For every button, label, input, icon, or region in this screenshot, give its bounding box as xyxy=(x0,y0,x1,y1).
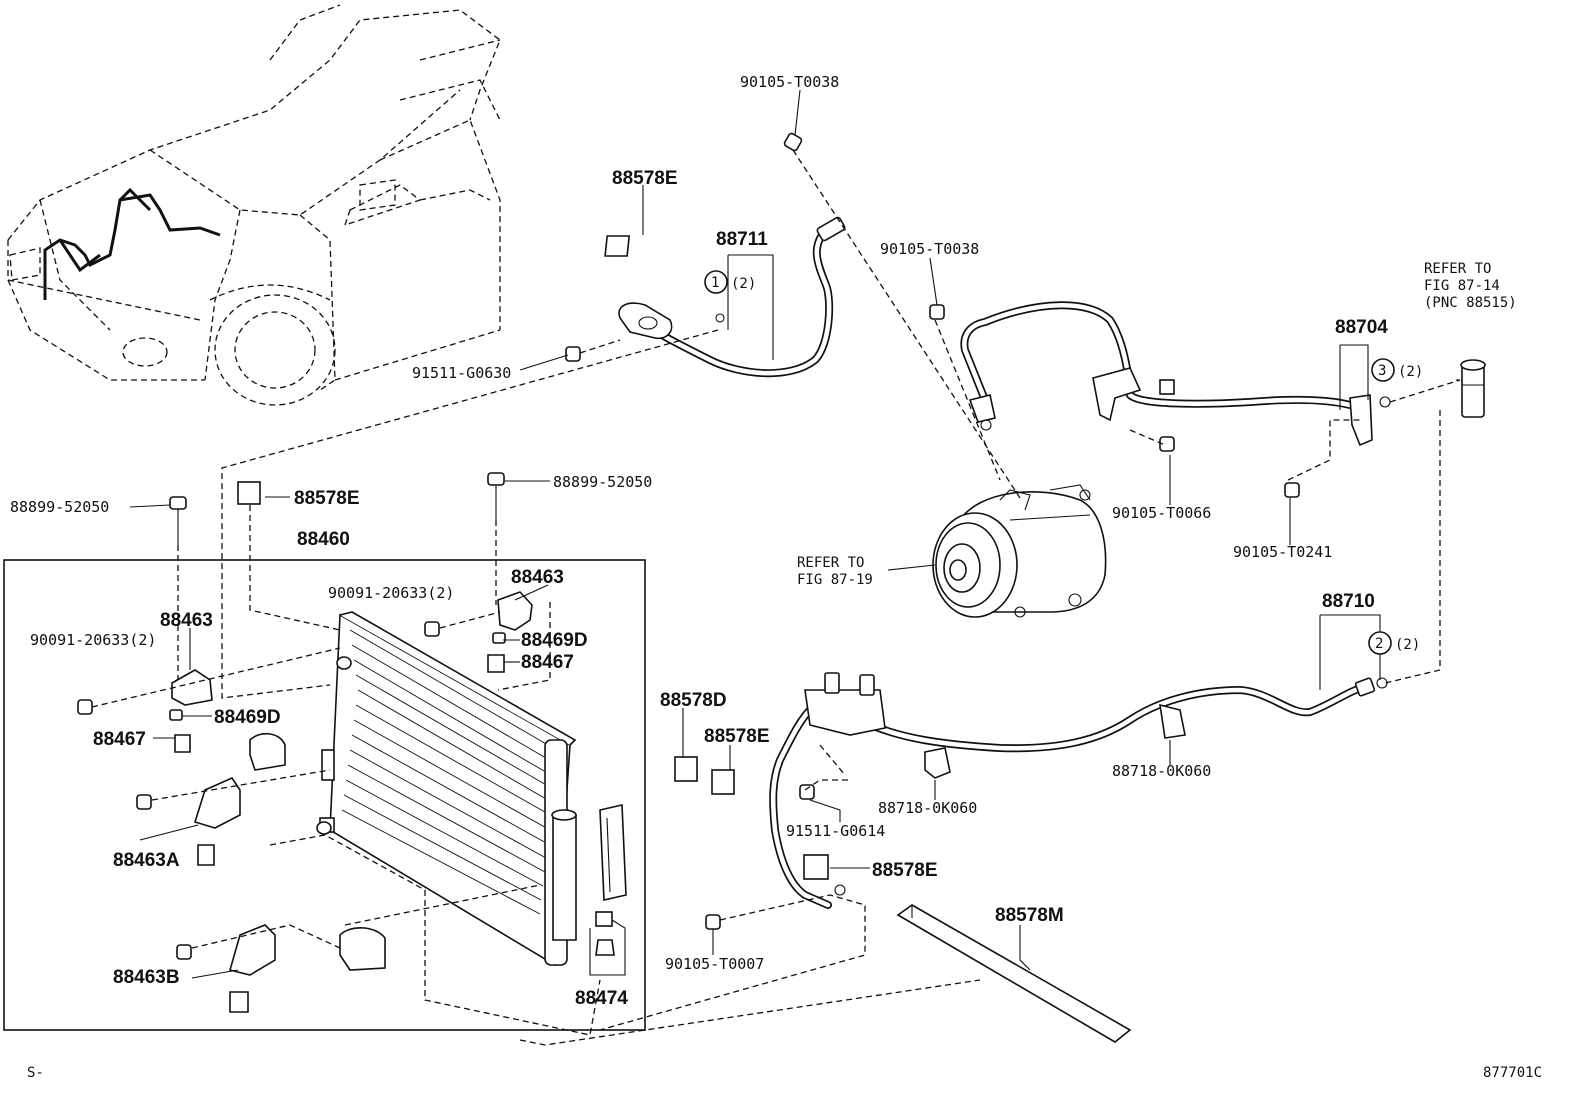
footer-left: S- xyxy=(27,1065,44,1081)
label-88578E-low: 88578E xyxy=(872,860,938,881)
refer-87-19-line2: FIG 87-19 xyxy=(797,572,873,588)
marker-circle-2 xyxy=(1368,631,1392,655)
label-88578E-mid: 88578E xyxy=(704,726,770,747)
label-88463-right: 88463 xyxy=(511,567,564,588)
label-88474: 88474 xyxy=(575,988,628,1009)
label-88899-52050-mid: 88899-52050 xyxy=(553,473,652,491)
label-91511-G0630: 91511-G0630 xyxy=(412,364,511,382)
label-88578E-left: 88578E xyxy=(294,488,360,509)
condenser xyxy=(316,611,577,967)
footer-figure-id: 877701C xyxy=(1483,1065,1542,1081)
label-90091-20633-left: 90091-20633(2) xyxy=(30,631,156,649)
refer-87-14-line1: REFER TO xyxy=(1424,261,1491,277)
refer-87-14-line3: (PNC 88515) xyxy=(1424,295,1517,311)
marker-3-text: 3 xyxy=(1378,363,1386,379)
label-91511-G0614: 91511-G0614 xyxy=(786,822,885,840)
label-88718-0K060-right: 88718-0K060 xyxy=(1112,762,1211,780)
label-90105-T0241: 90105-T0241 xyxy=(1233,543,1332,561)
label-90105-T0038-mid: 90105-T0038 xyxy=(880,240,979,258)
label-88463A: 88463A xyxy=(113,850,180,871)
pad-88578E-mid xyxy=(711,769,735,795)
label-88463-left: 88463 xyxy=(160,610,213,631)
label-88899-52050-left: 88899-52050 xyxy=(10,498,109,516)
marker-circle-1 xyxy=(704,270,728,294)
vehicle-illustration xyxy=(7,4,501,406)
leader-lines xyxy=(129,89,1460,979)
label-90105-T0066: 90105-T0066 xyxy=(1112,504,1211,522)
marker-3-qty: (2) xyxy=(1398,364,1423,380)
compressor xyxy=(932,484,1107,618)
label-88578E-top: 88578E xyxy=(612,168,678,189)
label-88469D-right: 88469D xyxy=(521,630,588,651)
label-88711: 88711 xyxy=(716,229,768,250)
bar-88578M xyxy=(896,904,1132,1043)
label-90105-T0038-top: 90105-T0038 xyxy=(740,73,839,91)
bolts xyxy=(77,132,1300,960)
label-88467-right: 88467 xyxy=(521,652,574,673)
pad-88578D xyxy=(674,756,698,782)
hose-88704 xyxy=(960,301,1373,447)
part-labels: 90105-T0038 88578E 88711 1 (2) 91511-G06… xyxy=(10,73,1542,1081)
label-88463B: 88463B xyxy=(113,967,180,988)
refer-87-14-line2: FIG 87-14 xyxy=(1424,278,1500,294)
dashed-connectors xyxy=(91,149,1461,1046)
label-88469D-left: 88469D xyxy=(214,707,281,728)
label-88578D: 88578D xyxy=(660,690,727,711)
pipe-88711 xyxy=(618,216,846,378)
label-88718-0K060-left: 88718-0K060 xyxy=(878,799,977,817)
refer-87-19-line1: REFER TO xyxy=(797,555,864,571)
label-88460: 88460 xyxy=(297,529,350,550)
pad-88578E-top xyxy=(604,235,631,257)
label-88467-left: 88467 xyxy=(93,729,146,750)
label-88578M: 88578M xyxy=(995,905,1064,926)
pad-88578E-low xyxy=(803,854,829,880)
label-90091-20633-right: 90091-20633(2) xyxy=(328,584,454,602)
label-90105-T0007: 90105-T0007 xyxy=(665,955,764,973)
label-88704: 88704 xyxy=(1335,317,1388,338)
pipe-88710 xyxy=(769,672,1376,909)
condenser-assembly-box xyxy=(3,559,646,1031)
marker-circle-3 xyxy=(1371,358,1395,382)
marker-1-text: 1 xyxy=(711,275,719,291)
expansion-valve xyxy=(1460,359,1486,418)
label-88710: 88710 xyxy=(1322,591,1375,612)
marker-2-qty: (2) xyxy=(1395,637,1420,653)
marker-1-qty: (2) xyxy=(731,276,756,292)
receiver-drier xyxy=(551,804,627,956)
pad-88578E-left xyxy=(237,481,261,505)
marker-2-text: 2 xyxy=(1375,636,1383,652)
